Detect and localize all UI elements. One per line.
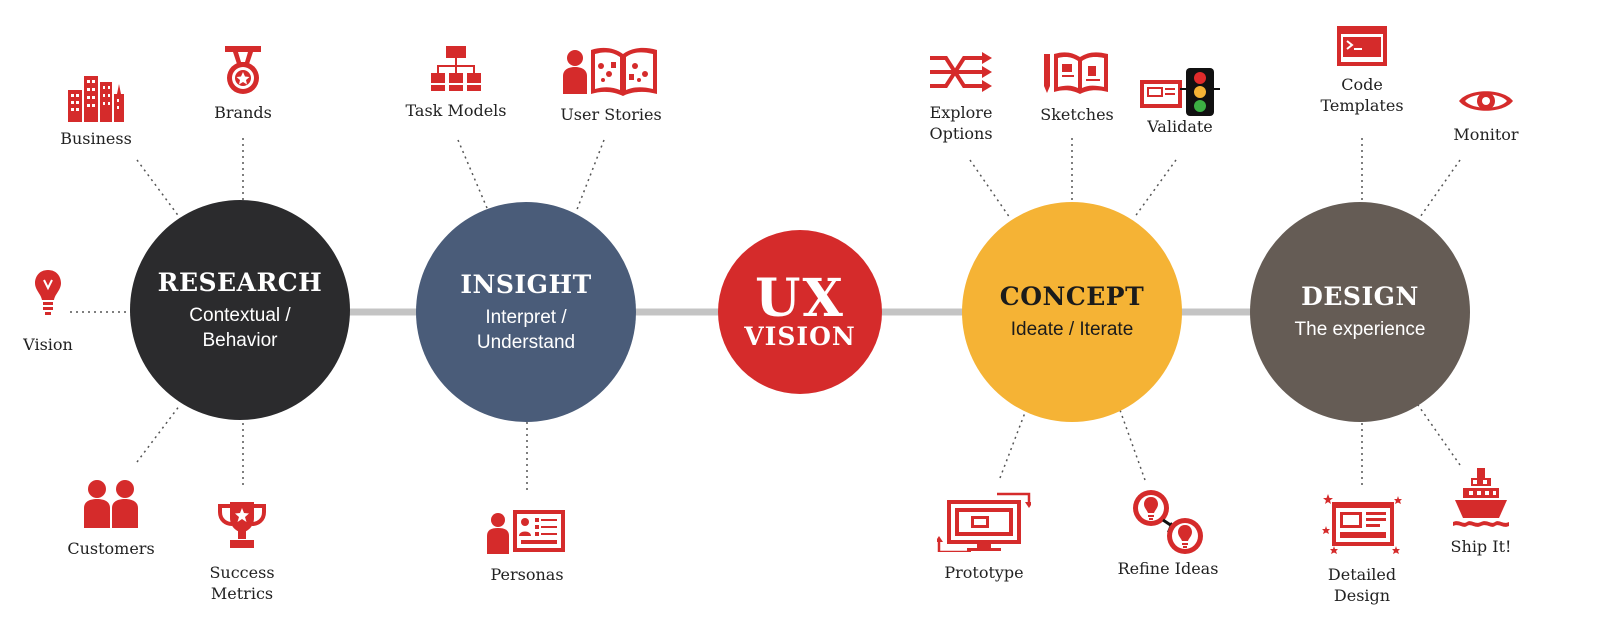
node-validate: Validate: [1136, 66, 1224, 137]
design-subtitle: The experience: [1294, 319, 1426, 340]
node-detailed-design: Detailed Design: [1306, 492, 1418, 606]
research-circle: RESEARCH Contextual / Behavior: [130, 200, 350, 420]
terminal-window-icon: [1337, 26, 1387, 66]
user-stories-label: User Stories: [560, 105, 662, 124]
monitor-label: Monitor: [1453, 125, 1519, 144]
node-code-templates: Code Templates: [1310, 24, 1414, 116]
node-customers: Customers: [56, 478, 166, 559]
eye-icon: [1459, 91, 1513, 111]
node-business: Business: [46, 68, 146, 149]
customers-label: Customers: [67, 539, 155, 558]
node-monitor: Monitor: [1444, 86, 1528, 145]
persona-card-icon: [487, 510, 565, 554]
lightbulb-icon: [35, 270, 61, 315]
design-circle: DESIGN The experience: [1250, 202, 1470, 422]
node-vision: Vision: [8, 268, 88, 355]
node-brands: Brands: [198, 44, 288, 123]
node-prototype: Prototype: [928, 490, 1040, 583]
vision-label: Vision: [23, 335, 73, 354]
people-icon: [84, 480, 138, 528]
dash-validate: [1133, 159, 1177, 219]
monitor-cycle-icon: [937, 492, 1031, 552]
dash-prototype: [999, 409, 1027, 479]
dash-refine-ideas: [1119, 409, 1146, 481]
success-metrics-label: Success Metrics: [209, 563, 275, 603]
task-models-label: Task Models: [405, 101, 507, 120]
prototype-label: Prototype: [944, 563, 1024, 582]
ship-icon: [1453, 468, 1509, 527]
trophy-icon: [218, 502, 266, 548]
node-success-metrics: Success Metrics: [196, 500, 288, 604]
sketchbook-icon: [1044, 52, 1108, 94]
node-user-stories: User Stories: [552, 44, 670, 125]
ship-it-label: Ship It!: [1450, 537, 1512, 556]
node-personas: Personas: [472, 508, 582, 585]
ux-title: UX: [755, 268, 845, 329]
medal-icon: [225, 46, 261, 94]
design-title: DESIGN: [1301, 282, 1419, 311]
refine-ideas-label: Refine Ideas: [1117, 559, 1219, 578]
traffic-light-icon: [1140, 68, 1220, 116]
node-explore-options: Explore Options: [920, 50, 1002, 144]
storybook-icon: [563, 47, 657, 96]
detailed-design-label: Detailed Design: [1327, 565, 1397, 605]
business-label: Business: [60, 129, 132, 148]
dash-ship-it: [1417, 404, 1461, 466]
insight-subtitle: Interpret / Understand: [476, 306, 576, 353]
concept-title: CONCEPT: [999, 282, 1145, 311]
concept-circle: CONCEPT Ideate / Iterate: [962, 202, 1182, 422]
dash-task-models: [457, 139, 488, 209]
node-task-models: Task Models: [400, 44, 512, 121]
code-templates-label: Code Templates: [1320, 75, 1404, 115]
insight-circle: INSIGHT Interpret / Understand: [416, 202, 636, 422]
brands-label: Brands: [214, 103, 272, 122]
dash-customers: [136, 404, 181, 463]
buildings-icon: [68, 76, 124, 122]
node-refine-ideas: Refine Ideas: [1106, 488, 1230, 579]
research-title: RESEARCH: [157, 267, 323, 297]
ux-vision-circle: UX VISION: [718, 230, 882, 394]
dash-business: [136, 159, 181, 219]
shuffle-arrows-icon: [930, 52, 992, 92]
personas-label: Personas: [490, 565, 564, 584]
node-ship-it: Ship It!: [1440, 466, 1522, 557]
dash-explore-options: [969, 159, 1011, 219]
layout-window-icon: [1322, 494, 1402, 554]
explore-options-label: Explore Options: [929, 103, 993, 143]
dash-monitor: [1417, 159, 1461, 221]
validate-label: Validate: [1147, 117, 1213, 136]
hierarchy-icon: [431, 46, 481, 91]
node-sketches: Sketches: [1030, 50, 1124, 125]
sketches-label: Sketches: [1040, 105, 1114, 124]
dash-user-stories: [575, 139, 605, 213]
insight-title: INSIGHT: [460, 269, 592, 299]
bulb-refine-icon: [1133, 490, 1203, 554]
ux-subtitle: VISION: [744, 322, 856, 351]
concept-subtitle: Ideate / Iterate: [1010, 319, 1134, 340]
research-subtitle: Contextual / Behavior: [189, 304, 291, 351]
